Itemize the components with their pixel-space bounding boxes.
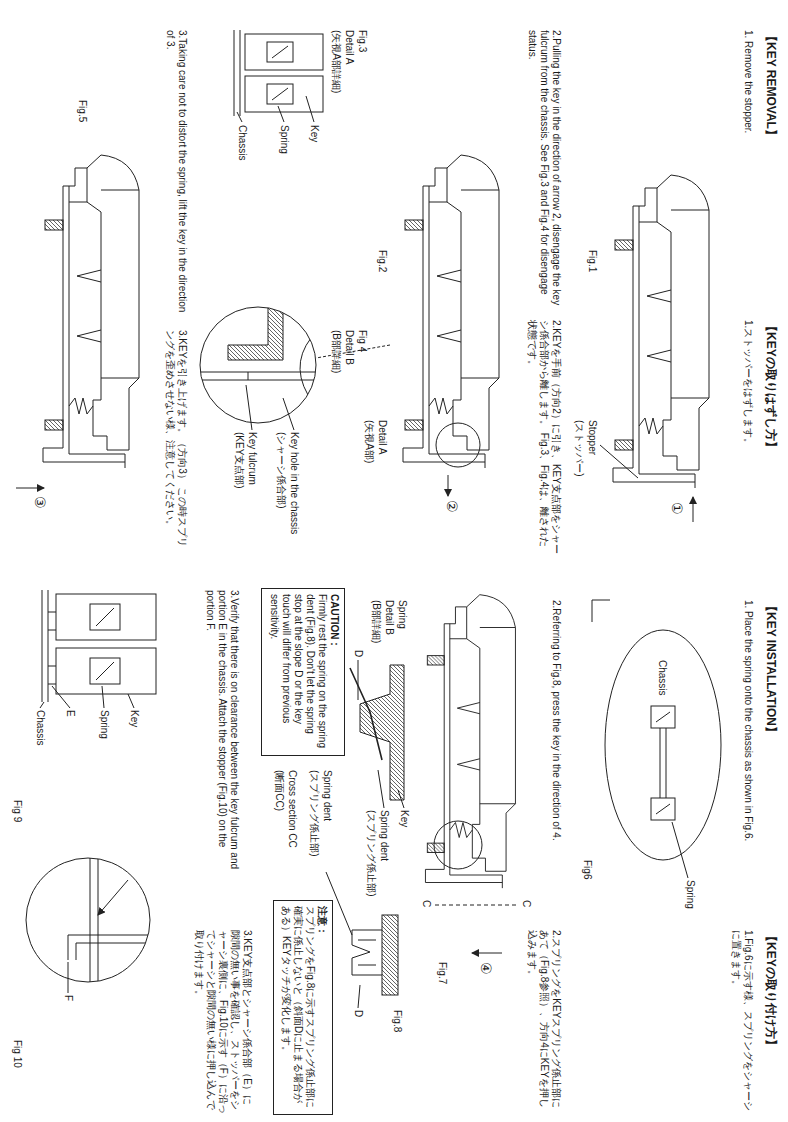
- step-text: 2.Pulling the key in the direction of ar…: [526, 30, 562, 310]
- part-label: D: [352, 650, 364, 657]
- figure-caption: Fig.2: [376, 250, 388, 272]
- part-label: (B部詳細): [370, 600, 382, 643]
- caution-heading: CAUTION :: [328, 594, 340, 750]
- part-label: Key hole in the chassis: [288, 432, 300, 534]
- part-label: (断面CC): [273, 770, 285, 811]
- callout-number: ③: [31, 496, 48, 509]
- step-text: 3.KEYを引き上げます。（方向3） この時スプリングを歪めさせない様、注意して…: [164, 330, 188, 555]
- part-label: Chassis: [656, 660, 668, 696]
- key-assembly: [403, 155, 499, 496]
- figure-caption: Fig6: [581, 860, 593, 879]
- part-label: Chassis: [236, 125, 248, 161]
- key-assembly: [425, 595, 516, 953]
- figure-caption: Fig.5: [76, 100, 88, 122]
- figure-caption: Detail A: [343, 30, 355, 64]
- callout-number: ④: [477, 962, 494, 975]
- part-label: Chassis: [34, 710, 46, 746]
- section-heading: 【KEY REMOVAL】: [764, 30, 778, 141]
- part-label: Detail A: [376, 420, 388, 454]
- step-text: 2.KEYを手前（方向2）に引き、KEY支点部をシャーシ係合部から離します。 F…: [526, 320, 562, 555]
- spring-detail: [350, 660, 404, 808]
- figure-caption: (矢視A部詳細): [330, 30, 342, 93]
- step-text: 3.Taking care not to distort the spring,…: [164, 30, 188, 315]
- section-heading: 【KEYの取りはずし方】: [764, 320, 778, 453]
- step-text: 3.Verify that there is on clearance betw…: [204, 590, 240, 880]
- caution-text: スプリングをFig.8に示すスプリング係止部に確実に係止しないと（斜面Dに止まる…: [280, 906, 316, 1109]
- part-label: Cross section CC: [286, 770, 298, 848]
- detail-circle: [188, 300, 390, 430]
- part-label: Spring: [684, 880, 696, 909]
- figure-caption: Fig.1: [586, 250, 598, 272]
- caution-heading: 注意：: [316, 906, 328, 1109]
- step-text: 1. Remove the stopper.: [742, 30, 754, 133]
- part-label: Spring: [396, 600, 408, 629]
- caution-box: CAUTION :Firmly rest the spring on the s…: [261, 588, 345, 756]
- step-text: 1.Fig.6に示す様、スプリングをシャーシに置きます。: [730, 930, 754, 1115]
- part-label: D: [352, 1010, 364, 1017]
- part-label: F: [62, 995, 74, 1001]
- callout-number: ①: [668, 502, 685, 515]
- part-label: Key: [398, 810, 410, 827]
- figure-caption: Fig 4: [356, 330, 368, 352]
- part-label: Key fulcrum: [246, 432, 258, 485]
- key-assembly: [16, 155, 139, 488]
- part-label: Spring: [98, 710, 110, 739]
- part-label: (ストッパー): [573, 420, 585, 477]
- step-text: 3.KEY支点部とシャーシ係合部（E）に隙間の無い事を確認し、ストッパーをシャー…: [193, 930, 253, 1115]
- figure-caption: Fig 9: [11, 800, 23, 822]
- step-text: 1. Place the spring onto the chassis as …: [742, 600, 754, 841]
- key-top-view: [40, 590, 156, 708]
- section-mark: C: [520, 900, 532, 907]
- stopper-detail: [26, 850, 150, 993]
- figure-caption: Fig.8: [391, 1010, 403, 1032]
- chassis-outline: [592, 600, 721, 878]
- figure-caption: Detail B: [343, 330, 355, 365]
- caution-box: 注意：スプリングをFig.8に示すスプリング係止部に確実に係止しないと（斜面Dに…: [273, 900, 333, 1115]
- caution-text: Firmly rest the spring on the spring den…: [268, 594, 328, 750]
- part-label: Key: [308, 125, 320, 142]
- part-label: (KEY支点部): [233, 432, 245, 489]
- section-heading: 【KEYの取り付け方】: [764, 930, 778, 1051]
- key-top-view: [234, 30, 323, 122]
- step-text: 2.Referring to Fig.8, press the key in t…: [550, 600, 562, 841]
- part-label: (シャーシ係合部): [275, 432, 287, 509]
- part-label: Detail B: [383, 600, 395, 635]
- key-assembly: [600, 175, 709, 522]
- part-label: Spring dent: [321, 770, 333, 821]
- figure-caption: Fig.3: [356, 30, 368, 52]
- cross-section: [326, 872, 398, 1008]
- section-mark: C: [420, 900, 432, 907]
- part-label: Spring: [278, 125, 290, 154]
- callout-number: ②: [443, 500, 460, 513]
- step-text: 1.ストッパーをはずします。: [742, 320, 754, 448]
- part-label: (スプリング係止部): [365, 810, 377, 897]
- part-label: (矢視A部): [363, 420, 375, 463]
- part-label: Key: [128, 710, 140, 727]
- part-label: Stopper: [586, 420, 598, 455]
- part-label: Spring dent: [378, 810, 390, 861]
- section-heading: 【KEY INSTALLATION】: [764, 600, 778, 738]
- part-label: (スプリング係止部): [308, 770, 320, 857]
- figure-caption: (B部詳細): [330, 330, 342, 373]
- step-text: 2.スプリングをKEYスプリング係止部にあて（Fig.8参照）、方向4にKEYを…: [526, 930, 562, 1115]
- part-label: E: [64, 710, 76, 717]
- figure-caption: Fig.7: [436, 962, 448, 984]
- figure-caption: Fig 10: [11, 1040, 23, 1068]
